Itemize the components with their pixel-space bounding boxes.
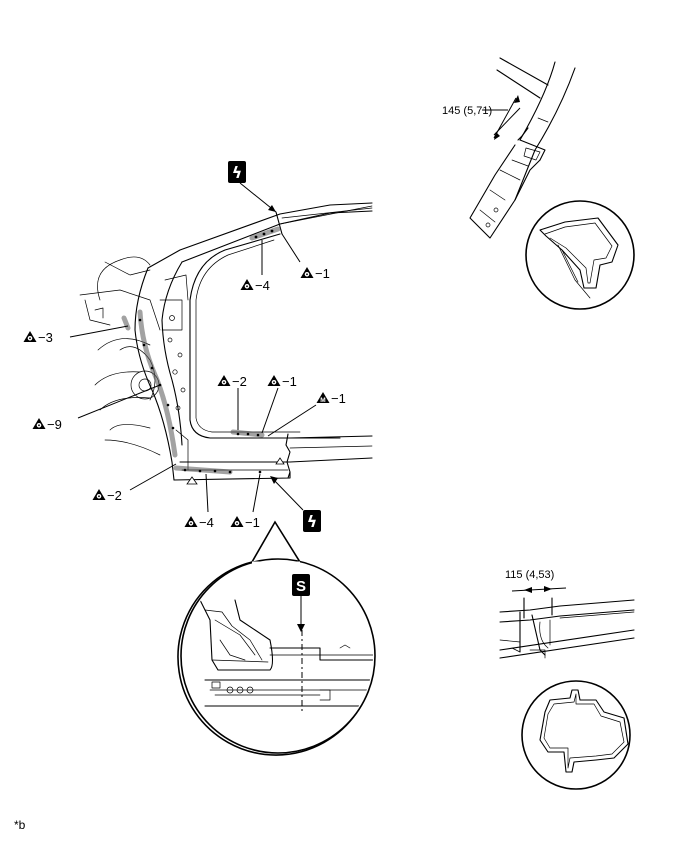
cut-badge-bottom: ϟ	[270, 476, 321, 532]
detail-roof-pillar	[469, 57, 576, 239]
callout-m-1-label: −1	[331, 391, 346, 406]
roof-rail	[147, 202, 373, 269]
callout-a-4-low-label: −4	[199, 515, 214, 530]
callout-a-1-low-label: −1	[245, 515, 260, 530]
svg-text:S: S	[296, 578, 306, 595]
detail-circle-rocker-section	[521, 680, 631, 790]
callout-a-1-mid-label: −1	[282, 374, 297, 389]
weld-seam-apillar	[137, 309, 178, 458]
rocker-sill	[173, 471, 291, 481]
callout-a-9-label: −9	[47, 417, 62, 432]
detail-circle-sill: S	[177, 520, 376, 756]
svg-text:ϟ: ϟ	[307, 512, 318, 531]
callout-a-4-upper-label: −4	[255, 278, 270, 293]
body-side-assembly	[79, 202, 373, 485]
detail-circle-roof-section	[525, 200, 635, 310]
svg-text:ϟ: ϟ	[232, 163, 243, 182]
callout-a-3-label: −3	[38, 330, 53, 345]
a-pillar	[134, 267, 175, 481]
detail-rocker	[499, 597, 635, 659]
door-opening	[189, 233, 341, 439]
dimension-lower: 115 (4,53)	[505, 569, 567, 593]
dimension-lower-label: 115 (4,53)	[505, 569, 554, 581]
spot-weld-dots	[138, 229, 274, 474]
weld-seam-sill	[173, 465, 233, 475]
sill-cut-line	[285, 433, 291, 479]
callout-a-2-mid-label: −2	[232, 374, 247, 389]
dimension-upper-label: 145 (5,71)	[442, 105, 492, 117]
callout-a-2-low-label: −2	[107, 488, 122, 503]
figure-footnote: *b	[14, 818, 26, 832]
cut-badge-top: ϟ	[228, 161, 277, 213]
pillar-inner-details	[159, 274, 189, 471]
callout-labels: −1 −4 −3 −2 −1 −1 −9 −2 −4	[23, 233, 346, 530]
dimension-upper: 145 (5,71)	[442, 95, 521, 140]
callout-a-1-upper-label: −1	[315, 266, 330, 281]
